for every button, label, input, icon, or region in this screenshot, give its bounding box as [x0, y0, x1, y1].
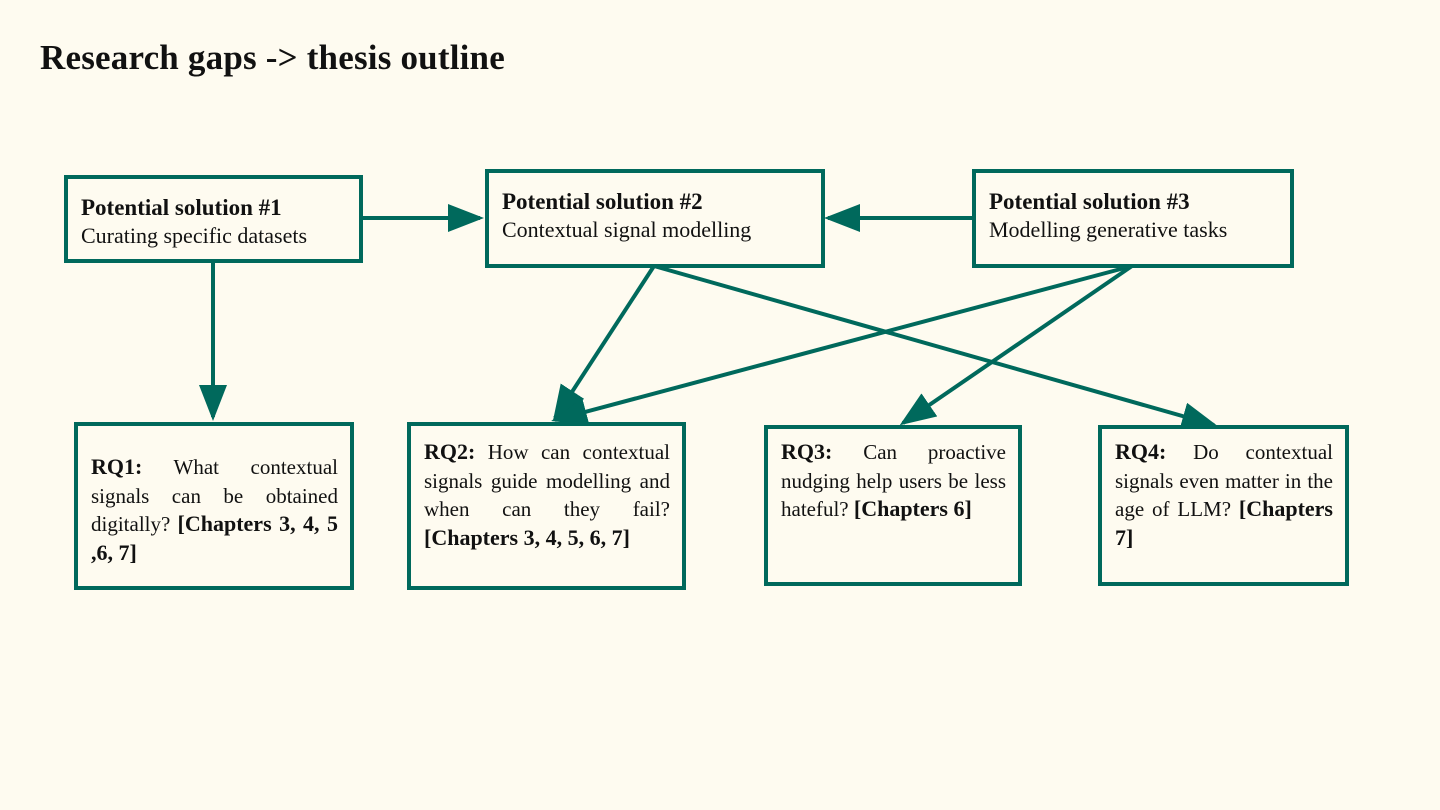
rq-question: How can contextual signals guide modelli… [424, 440, 670, 521]
arrow-solution3-to-rq3 [899, 264, 1134, 426]
solution-description: Contextual signal modelling [502, 217, 752, 242]
rq-chapters: [Chapters 6] [853, 496, 972, 521]
arrow-solution2-to-rq4 [653, 264, 1218, 430]
solution-heading: Potential solution #1 [81, 195, 282, 220]
rq-box-3: RQ3: Can proactive nudging help users be… [764, 425, 1022, 586]
rq-question: Do contextual signals even matter in the… [1115, 440, 1333, 521]
rq-chapters: [Chapters 3, 4, 5 ,6, 7] [91, 511, 338, 565]
solution-heading: Potential solution #3 [989, 189, 1190, 214]
rq-box-4: RQ4: Do contextual signals even matter i… [1098, 425, 1349, 586]
rq-box-1: RQ1: What contextual signals can be obta… [74, 422, 354, 590]
page-title: Research gaps -> thesis outline [40, 38, 505, 77]
solution-box-3: Potential solution #3 Modelling generati… [972, 169, 1294, 268]
solution-description: Curating specific datasets [81, 223, 308, 248]
solution-box-2: Potential solution #2 Contextual signal … [485, 169, 825, 268]
rq-question: What contextual signals can be obtained … [91, 455, 338, 536]
rq-question: Can proactive nudging help users be less… [781, 440, 1006, 521]
rq-chapters: [Chapters 3, 4, 5, 6, 7] [424, 524, 630, 550]
solution-description: Modelling generative tasks [989, 217, 1228, 242]
solution-heading: Potential solution #2 [502, 189, 703, 214]
solution-box-1: Potential solution #1 Curating specific … [64, 175, 363, 263]
rq-label: RQ2: [424, 439, 476, 464]
rq-label: RQ4: [1115, 439, 1167, 464]
rq-label: RQ1: [91, 454, 143, 479]
rq-label: RQ3: [781, 439, 833, 464]
rq-chapters: [Chapters 7] [1115, 496, 1333, 550]
rq-box-2: RQ2: How can contextual signals guide mo… [407, 422, 686, 590]
arrow-solution3-to-rq2 [551, 264, 1133, 426]
arrow-solution2-to-rq2 [552, 264, 656, 422]
